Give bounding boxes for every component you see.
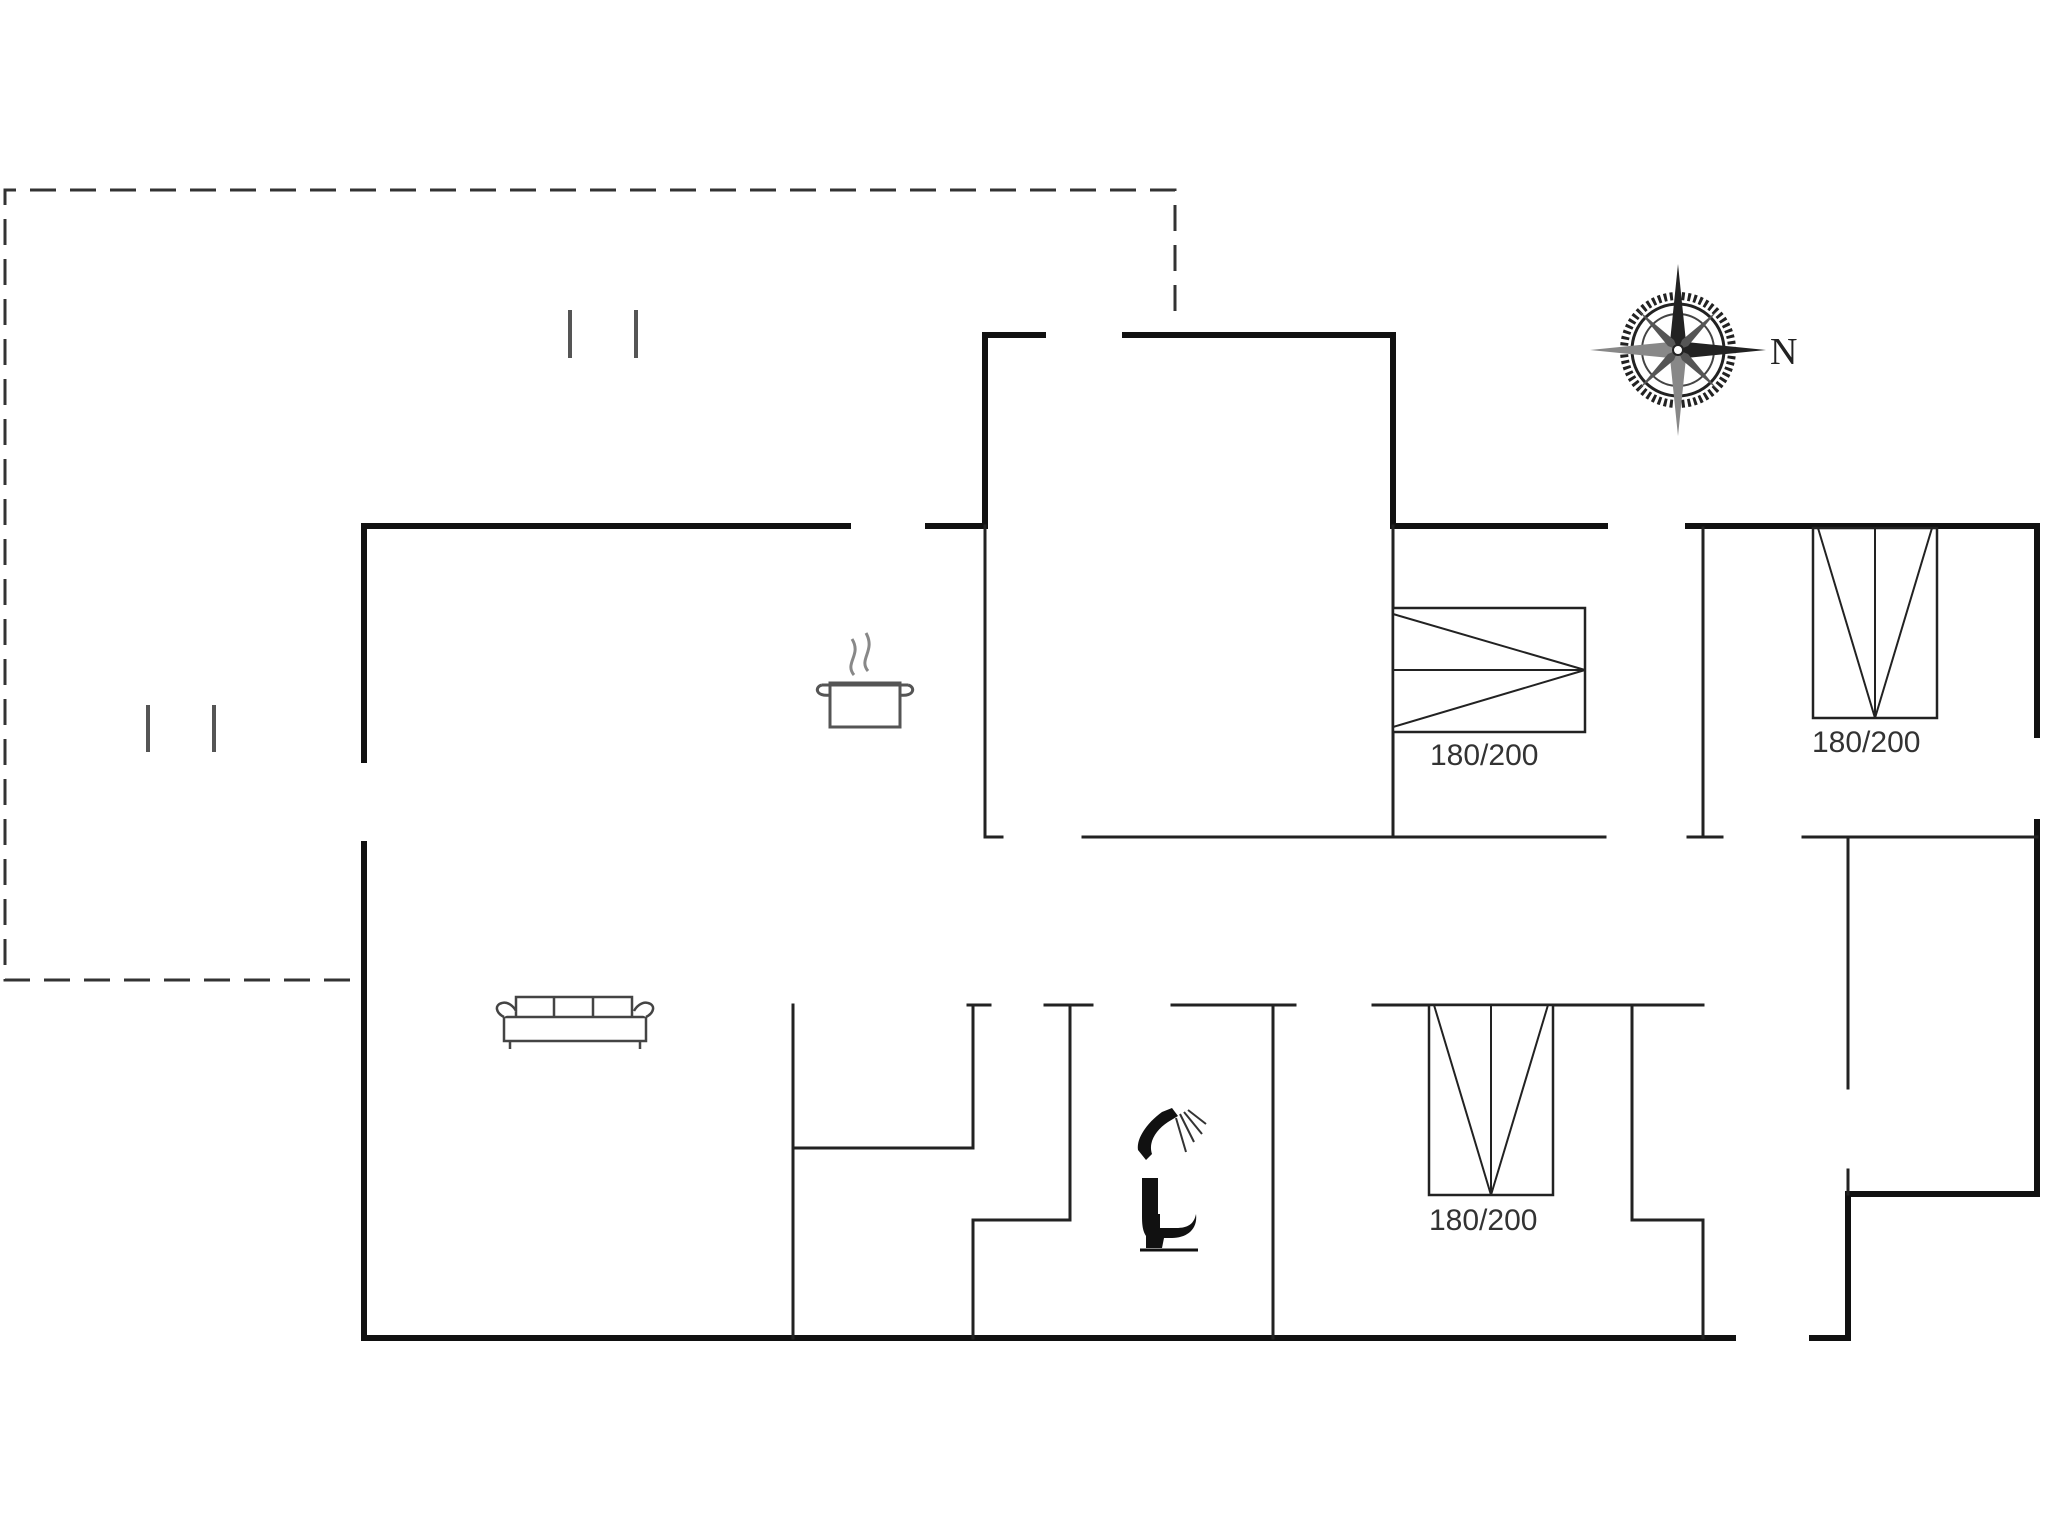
bed-1: 180/200 — [1391, 606, 1587, 772]
terrace-posts — [146, 310, 638, 752]
shower-icon — [1137, 1108, 1207, 1160]
terrace-outline — [3, 188, 1177, 982]
bed-3-size-label: 180/200 — [1429, 1204, 1537, 1237]
compass-rose-icon — [1590, 264, 1766, 436]
toilet-icon — [1140, 1178, 1198, 1252]
bed-2-size-label: 180/200 — [1812, 726, 1920, 759]
exterior-walls — [361, 332, 2040, 1341]
cooking-pot-icon — [815, 632, 915, 729]
bed-2: 180/200 — [1811, 526, 1939, 759]
sofa-icon — [495, 995, 655, 1049]
bed-1-size-label: 180/200 — [1430, 739, 1538, 772]
bed-3: 180/200 — [1427, 1003, 1555, 1237]
compass-north-label: N — [1770, 331, 1797, 373]
interior-walls — [791, 524, 2039, 1340]
